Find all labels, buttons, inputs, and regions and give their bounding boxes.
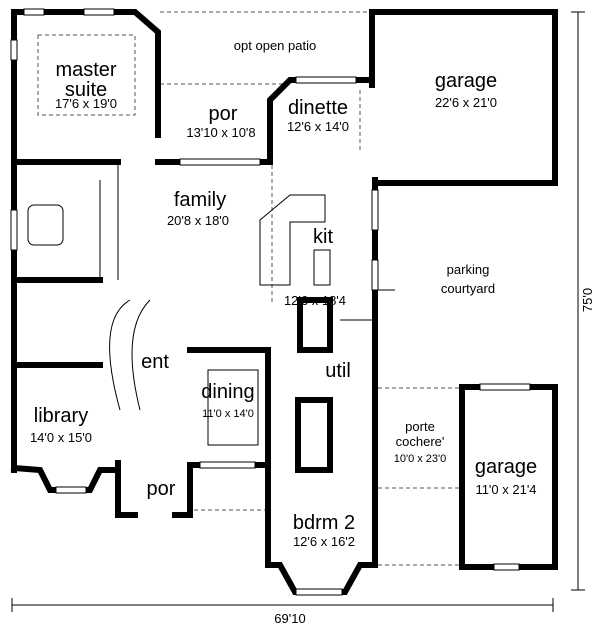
dining-label: dining: [201, 381, 254, 403]
rear-porch-size: 13'10 x 10'8: [186, 125, 255, 140]
dinette-size: 12'6 x 14'0: [287, 119, 349, 134]
dinette-label: dinette: [288, 97, 348, 119]
parking-label: parking: [447, 262, 490, 277]
utility-label: util: [325, 360, 351, 382]
width-dimension: 69'10: [274, 611, 305, 626]
dining-size: 11'0 x 14'0: [202, 408, 254, 420]
kitchen-size: 12'6 x 18'4: [284, 293, 346, 308]
porte-cochere-label: porte: [405, 419, 435, 434]
library-label: library: [34, 405, 88, 427]
master-suite-label-2: suite: [65, 79, 107, 101]
garage-2-size: 11'0 x 21'4: [475, 482, 536, 497]
family-size: 20'8 x 18'0: [167, 213, 229, 228]
windows: [10, 8, 531, 596]
library-size: 14'0 x 15'0: [30, 430, 92, 445]
rear-porch-label: por: [209, 103, 238, 125]
parking-label-2: courtyard: [441, 281, 495, 296]
bedroom-2-size: 12'6 x 16'2: [293, 534, 355, 549]
garage-1-size: 22'6 x 21'0: [435, 95, 497, 110]
patio-label: opt open patio: [234, 38, 316, 53]
entry-label: ent: [141, 351, 169, 373]
master-suite-label: master: [55, 59, 116, 81]
front-porch-label: por: [147, 478, 176, 500]
depth-dimension: 75'0: [580, 288, 595, 312]
bedroom-2-label: bdrm 2: [293, 512, 355, 534]
garage-1-label: garage: [435, 70, 497, 92]
fixtures: [27, 194, 395, 446]
kitchen-label: kit: [313, 226, 333, 248]
family-label: family: [174, 189, 226, 211]
porte-cochere-size: 10'0 x 23'0: [394, 453, 447, 465]
master-suite-size: 17'6 x 19'0: [55, 96, 117, 111]
dimension-lines: [11, 11, 585, 612]
garage-2-label: garage: [475, 456, 537, 478]
porte-cochere-label-2: cochere': [396, 434, 445, 449]
